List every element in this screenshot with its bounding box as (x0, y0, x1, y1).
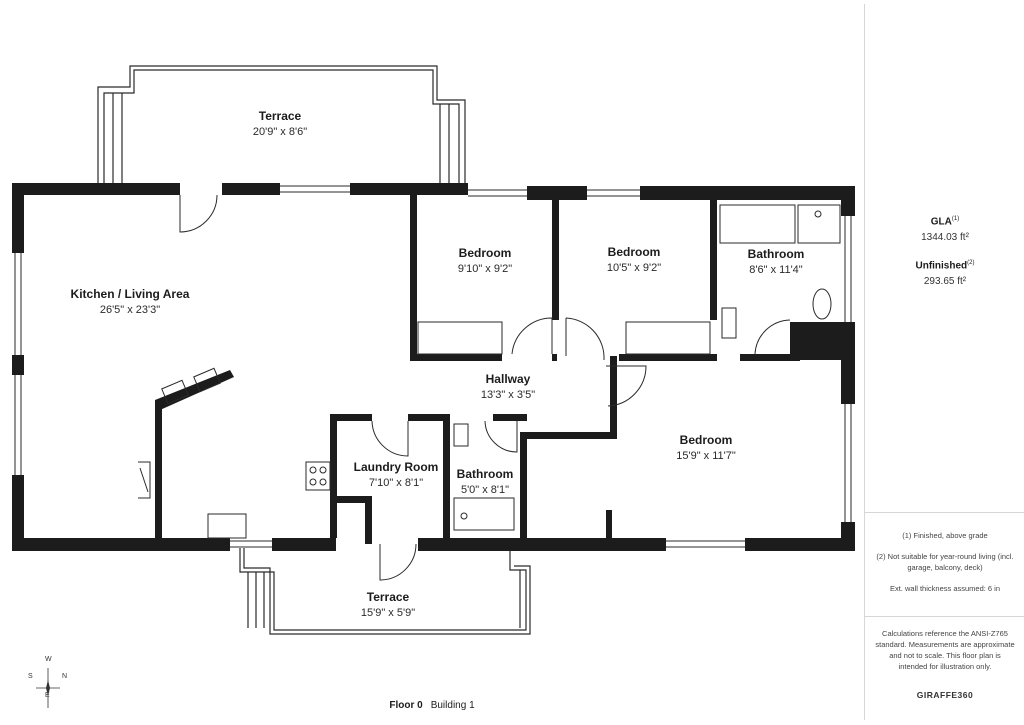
room-name: Kitchen / Living Area (71, 287, 190, 301)
room-name: Bathroom (457, 467, 514, 481)
room-dims: 15'9" x 5'9" (361, 607, 415, 619)
disclaimer: Calculations reference the ANSI-Z765 sta… (875, 629, 1015, 671)
compass-icon (36, 668, 60, 708)
room-name: Terrace (259, 109, 302, 123)
divider (865, 512, 1024, 513)
compass-w: W (45, 656, 52, 663)
room-name: Bedroom (680, 433, 733, 447)
windows (14, 185, 852, 548)
notes-block: (1) Finished, above grade (2) Not suitab… (865, 530, 1024, 594)
unfinished-value: 293.65 ft² (923, 276, 967, 288)
unfinished-label: Unfinished (915, 260, 968, 272)
room-dims: 9'10" x 9'2" (458, 263, 512, 275)
brand-logo: GIRAFFE360 (916, 690, 974, 700)
room-dims: 7'10" x 8'1" (369, 477, 423, 489)
interior-walls (155, 195, 800, 544)
door-swings (179, 194, 791, 581)
top-terrace-outline (97, 65, 466, 185)
room-name: Terrace (367, 590, 410, 604)
divider (865, 616, 1024, 617)
building-label: Building 1 (430, 700, 475, 711)
floor-label: Floor 0 (389, 700, 423, 711)
exterior-walls (12, 183, 855, 551)
unfinished-ref: (2) (967, 260, 975, 266)
room-dims: 20'9" x 8'6" (253, 126, 307, 138)
unfinished-block: Unfinished(2) 293.65 ft² (865, 260, 1024, 287)
note-finished: (1) Finished, above grade (902, 531, 988, 540)
info-sidebar: GLA(1) 1344.03 ft² Unfinished(2) 293.65 … (864, 4, 1024, 720)
compass-e: E (45, 692, 50, 699)
room-name: Bedroom (459, 246, 512, 260)
room-dims: 26'5" x 23'3" (100, 304, 160, 316)
room-name: Hallway (486, 372, 531, 386)
room-name: Laundry Room (354, 460, 439, 474)
compass-s: S (28, 673, 33, 680)
room-dims: 15'9" x 11'7" (676, 450, 736, 462)
disclaimer-block: Calculations reference the ANSI-Z765 sta… (865, 628, 1024, 672)
bottom-terrace-outline (239, 548, 531, 635)
room-dims: 10'5" x 9'2" (607, 262, 661, 274)
room-dims: 13'3" x 3'5" (481, 389, 535, 401)
room-dims: 5'0" x 8'1" (461, 484, 509, 496)
gla-block: GLA(1) 1344.03 ft² (865, 216, 1024, 243)
room-name: Bedroom (608, 245, 661, 259)
room-dims: 8'6" x 11'4" (749, 264, 802, 276)
compass-n: N (62, 673, 68, 680)
floor-plan: Terrace 20'9" x 8'6" Kitchen / Living Ar… (12, 65, 855, 635)
note-wall-thickness: Ext. wall thickness assumed: 6 in (889, 584, 1001, 593)
gla-value: 1344.03 ft² (921, 232, 969, 244)
fixtures (138, 204, 841, 539)
room-name: Bathroom (748, 247, 805, 261)
note-unfinished: (2) Not suitable for year-round living (… (876, 552, 1014, 572)
gla-label: GLA (930, 216, 952, 228)
gla-ref: (1) (951, 216, 960, 222)
compass-rose: W S N E (28, 656, 68, 720)
floor-caption: Floor 0 Building 1 (0, 700, 864, 711)
room-labels: Terrace 20'9" x 8'6" Kitchen / Living Ar… (71, 109, 805, 619)
